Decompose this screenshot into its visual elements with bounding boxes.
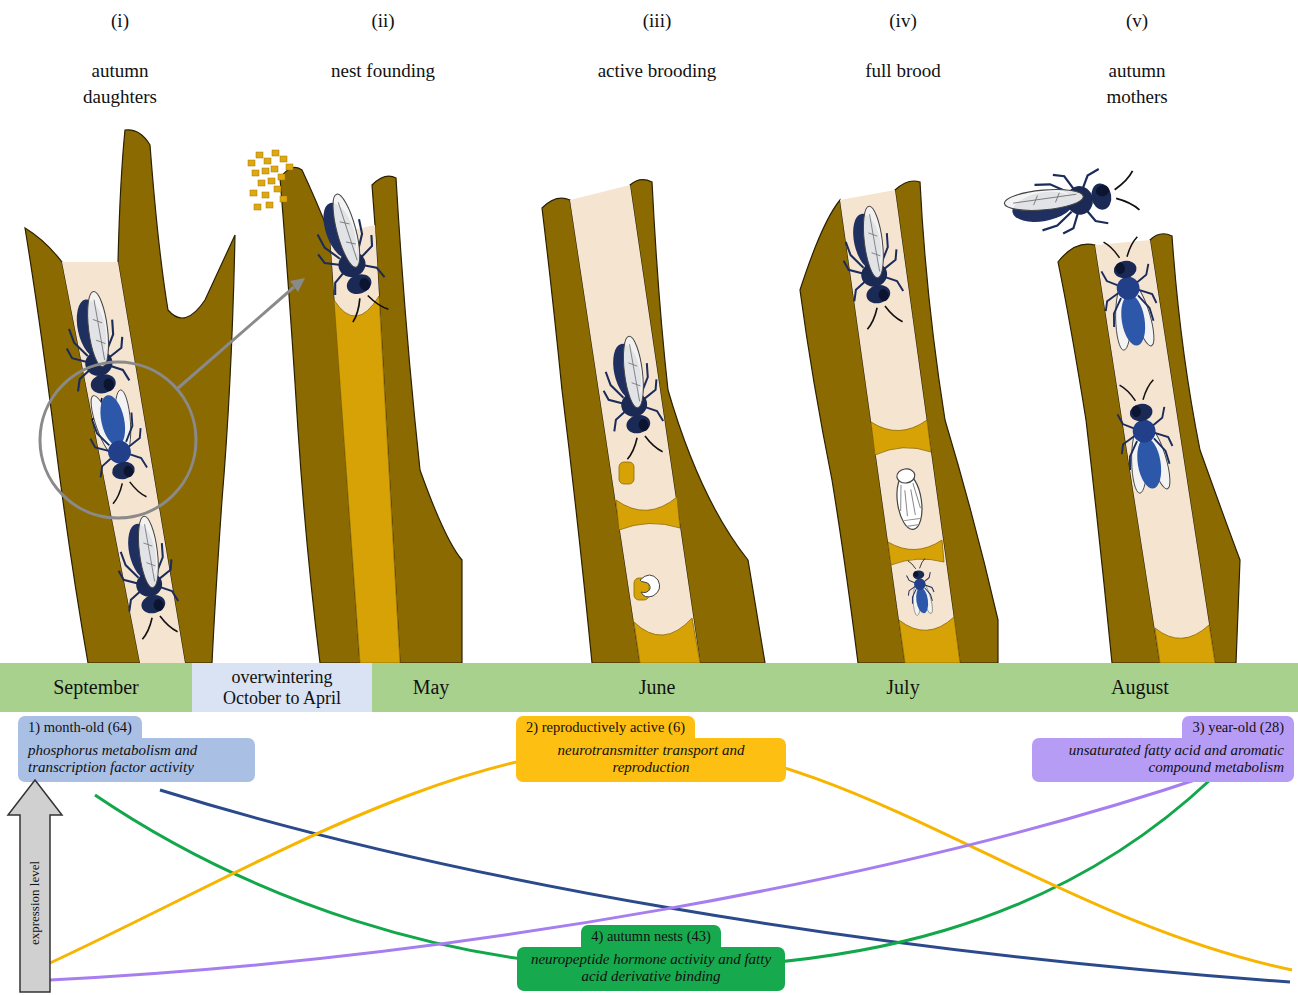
gene-cluster-box: 1) month-old (64)phosphorus metabolism a… [18, 716, 255, 782]
pollen-grain [266, 202, 273, 208]
pollen-grain [254, 204, 261, 210]
pollen-partition [616, 497, 680, 530]
pollen-partition [871, 420, 931, 455]
bee [108, 512, 186, 641]
month-label: September [53, 676, 139, 699]
pollen-grain [262, 192, 269, 198]
month-cell: May [372, 663, 490, 712]
gene-cluster-box: 2) reproductively active (6)neurotransmi… [516, 716, 786, 782]
pollen-grain [248, 160, 255, 166]
gene-cluster-box: 3) year-old (28)unsaturated fatty acid a… [1032, 716, 1294, 782]
pollen-mass [334, 296, 400, 663]
month-cell: September [0, 663, 192, 712]
month-label: July [886, 676, 919, 699]
stage-number: (iv) [873, 8, 933, 34]
cluster-title: 4) autumn nests (43) [581, 925, 721, 948]
cluster-title: 2) reproductively active (6) [516, 716, 695, 739]
go-term-description: neurotransmitter transport and reproduct… [516, 738, 786, 783]
stage-name: nest founding [283, 58, 483, 84]
stem-cavity [570, 185, 700, 663]
bee [301, 187, 398, 325]
bee [82, 386, 155, 505]
cluster-title: 1) month-old (64) [18, 716, 142, 739]
stage-name: active brooding [557, 58, 757, 84]
bee [1000, 161, 1141, 243]
stage-number: (v) [1107, 8, 1167, 34]
zoom-arrow [177, 287, 294, 389]
pollen-grain [271, 166, 278, 172]
pollen-partition [1155, 625, 1215, 663]
pollen-grain [280, 156, 287, 162]
pollen-grain [286, 164, 293, 170]
selection-circle [40, 362, 196, 518]
month-cell: June [490, 663, 824, 712]
stage-number: (ii) [353, 8, 413, 34]
pollen-grain [250, 190, 257, 196]
go-term-description: unsaturated fatty acid and aromatic comp… [1032, 738, 1294, 783]
pollen-grain [252, 170, 259, 176]
pollen-grain [278, 174, 285, 180]
axis-arrow-outline [8, 780, 62, 992]
month-cell: August [982, 663, 1298, 712]
axis-label: expression level [27, 861, 43, 945]
gene-cluster-box: 4) autumn nests (43)neuropeptide hormone… [517, 925, 785, 991]
month-label: overwintering October to April [212, 667, 352, 708]
pupa [893, 467, 925, 531]
zoom-arrowhead [290, 278, 305, 292]
pollen-grain [268, 178, 275, 184]
pollen-grain [280, 196, 287, 202]
stage-number: (i) [90, 8, 150, 34]
bee [833, 202, 911, 331]
pollen-grain [262, 168, 269, 174]
stage-name: full brood [803, 58, 1003, 84]
stage-name: autumn daughters [64, 58, 176, 109]
pollen-grain [258, 180, 265, 186]
pollen-grain [264, 158, 271, 164]
month-label: May [413, 676, 450, 699]
bee [1111, 378, 1179, 496]
pollen-provision [619, 462, 634, 484]
bee [1095, 235, 1163, 353]
stage-number: (iii) [627, 8, 687, 34]
axis-arrow: expression level [6, 778, 64, 993]
expression-curve [95, 780, 1210, 968]
stage-name: autumn mothers [1081, 58, 1193, 109]
pollen-grain [256, 152, 263, 158]
pollen-grain [274, 186, 281, 192]
month-label: June [639, 676, 676, 699]
cluster-title: 3) year-old (28) [1182, 716, 1294, 739]
pollen-partition [888, 540, 944, 565]
bee [904, 558, 937, 617]
month-label: August [1111, 676, 1169, 699]
bee [593, 332, 671, 461]
pollen-grain [272, 150, 279, 156]
pollen-partition [634, 618, 700, 663]
go-term-description: phosphorus metabolism and transcription … [18, 738, 255, 783]
larva [640, 575, 660, 597]
season-cell: overwintering October to April [192, 663, 372, 712]
pollen-partition [899, 617, 960, 663]
stem-cavity [1095, 240, 1215, 663]
go-term-description: neuropeptide hormone activity and fatty … [517, 947, 785, 992]
month-cell: July [824, 663, 982, 712]
